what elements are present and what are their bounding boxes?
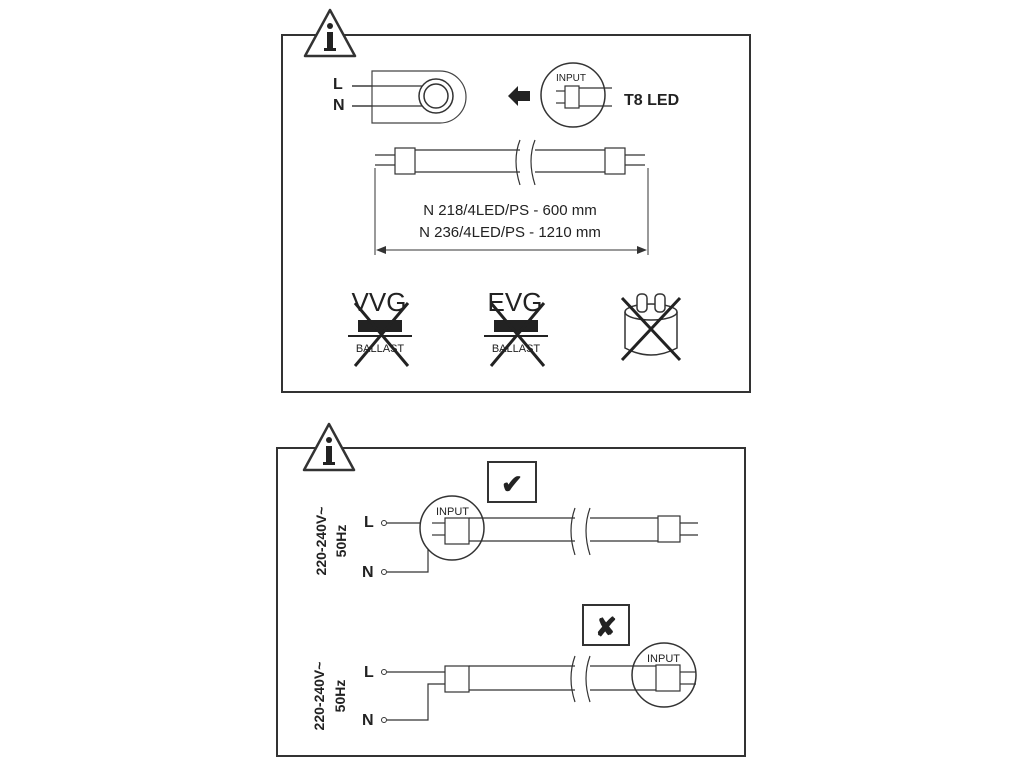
voltage-label-correct: 220-240V~ xyxy=(313,507,329,576)
frequency-label-correct: 50Hz xyxy=(333,525,349,558)
cross-icon: ✘ xyxy=(595,612,617,642)
starter-icon xyxy=(620,293,682,362)
correct-input-label: INPUT xyxy=(436,506,469,518)
lamp-terminal-l: L xyxy=(333,76,343,93)
top-panel: L N INPUT T8 LED xyxy=(281,8,751,393)
wrong-wiring: 220-240V~ 50Hz L N ✘ INPUT xyxy=(311,604,697,731)
wrong-terminal-l: L xyxy=(364,664,374,681)
model-1210: N 236/4LED/PS - 1210 mm xyxy=(419,224,601,241)
lamp-terminal-n: N xyxy=(333,97,345,114)
tube-dimension-drawing xyxy=(374,139,649,255)
lamp-holder xyxy=(352,70,467,124)
info-warning-icon xyxy=(303,8,357,58)
lamp-type-label: T8 LED xyxy=(624,92,679,109)
no-vvg-ballast: VVG BALLAST xyxy=(348,287,412,367)
lamp-input-label: INPUT xyxy=(556,73,586,84)
wrong-input-label: INPUT xyxy=(647,653,680,665)
input-lamp-detail: INPUT xyxy=(540,62,612,128)
frequency-label-wrong: 50Hz xyxy=(332,680,348,713)
wrong-terminal-n: N xyxy=(362,712,374,729)
correct-terminal-n: N xyxy=(362,564,374,581)
voltage-label-wrong: 220-240V~ xyxy=(311,662,327,731)
model-600: N 218/4LED/PS - 600 mm xyxy=(423,202,596,219)
bottom-panel: 220-240V~ 50Hz L N ✔ INPUT xyxy=(276,422,746,757)
info-warning-icon xyxy=(302,422,356,472)
checkmark-icon: ✔ xyxy=(501,469,523,499)
correct-terminal-l: L xyxy=(364,514,374,531)
arrow-left-icon xyxy=(508,86,530,106)
correct-wiring: 220-240V~ 50Hz L N ✔ INPUT xyxy=(313,461,698,581)
no-evg-ballast: EVG BALLAST xyxy=(484,287,548,367)
